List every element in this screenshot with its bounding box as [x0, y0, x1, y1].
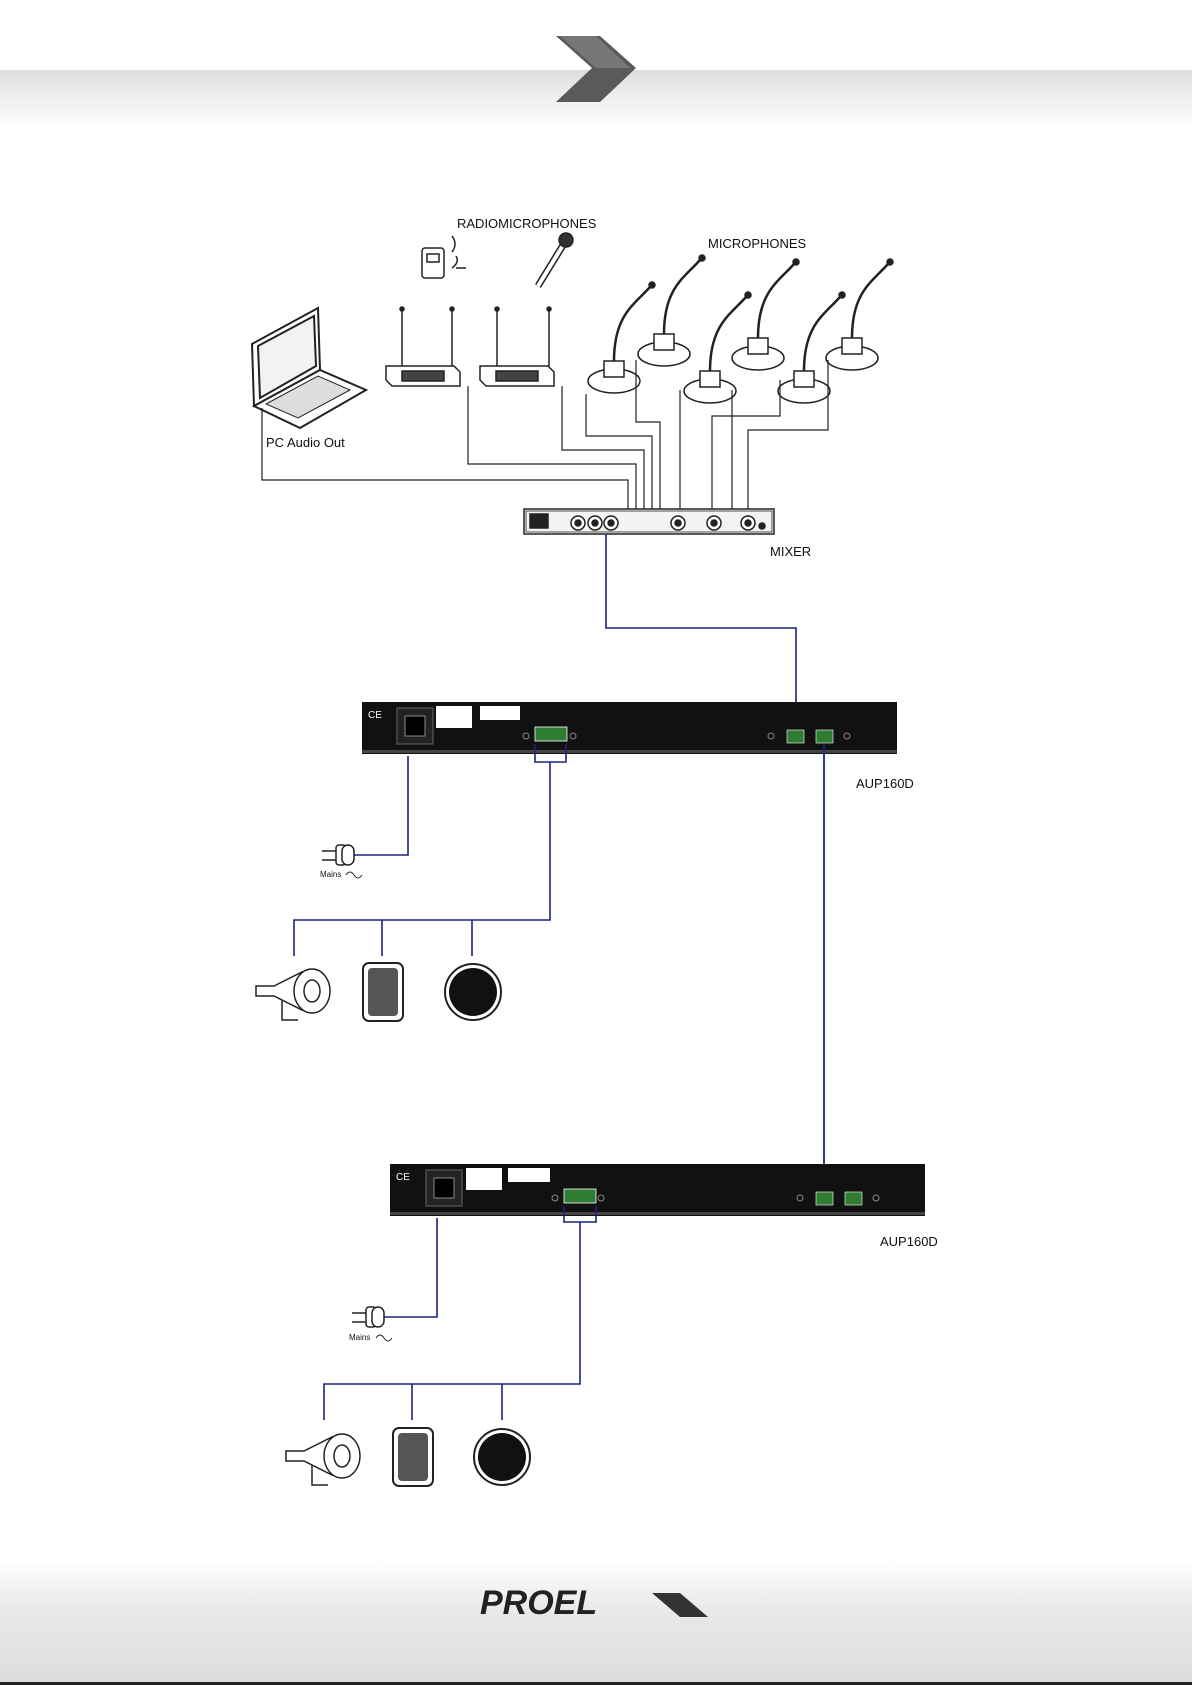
gooseneck-mic-icon [732, 259, 799, 370]
plug-icon [322, 845, 354, 865]
ac-symbol-icon [376, 1335, 392, 1341]
laptop-icon [252, 308, 366, 428]
handheld-mic-icon [538, 233, 573, 286]
amp1-mains-label: Mains [320, 870, 341, 879]
box-speaker-icon [363, 963, 403, 1021]
horn-speaker-icon [256, 969, 330, 1020]
plug-icon [352, 1307, 384, 1327]
ac-symbol-icon [346, 872, 362, 878]
mixer-rear-panel [524, 509, 774, 534]
gooseneck-mic-icon [826, 259, 893, 370]
bodypack-transmitter-icon [422, 236, 466, 278]
gooseneck-mic-group [588, 255, 893, 403]
amp2-mains-label: Mains [349, 1333, 370, 1342]
gooseneck-mic-icon [778, 292, 845, 403]
brand-logo: PROEL [480, 1584, 597, 1622]
pc-audio-out-label: PC Audio Out [266, 435, 345, 450]
amp2-mains-cable [375, 1218, 437, 1317]
header-chevron-icon [556, 36, 636, 102]
mixer-label: MIXER [770, 544, 811, 559]
amplifier-2-rear-panel: CE [390, 1164, 925, 1216]
ceiling-speaker-icon [474, 1429, 530, 1485]
amp1-mains-cable [346, 756, 408, 855]
svg-text:CE: CE [368, 710, 382, 721]
microphones-label: MICROPHONES [708, 236, 807, 251]
svg-text:CE: CE [396, 1172, 410, 1183]
amplifier-1-label: AUP160D [856, 776, 914, 791]
brand-logo-chevron-icon [652, 1593, 708, 1617]
radiomicrophones-label: RADIOMICROPHONES [457, 216, 597, 231]
gooseneck-mic-icon [684, 292, 751, 403]
amplifier-1-rear-panel: CE [362, 702, 897, 754]
gooseneck-mic-icon [638, 255, 705, 366]
ceiling-speaker-icon [445, 964, 501, 1020]
amplifier-2-label: AUP160D [880, 1234, 938, 1249]
wireless-receiver-1 [386, 307, 460, 386]
box-speaker-icon [393, 1428, 433, 1486]
wireless-receiver-2 [480, 307, 554, 386]
horn-speaker-icon [286, 1434, 360, 1485]
gooseneck-mic-icon [588, 282, 655, 393]
amp1-speaker-cables [294, 744, 566, 956]
